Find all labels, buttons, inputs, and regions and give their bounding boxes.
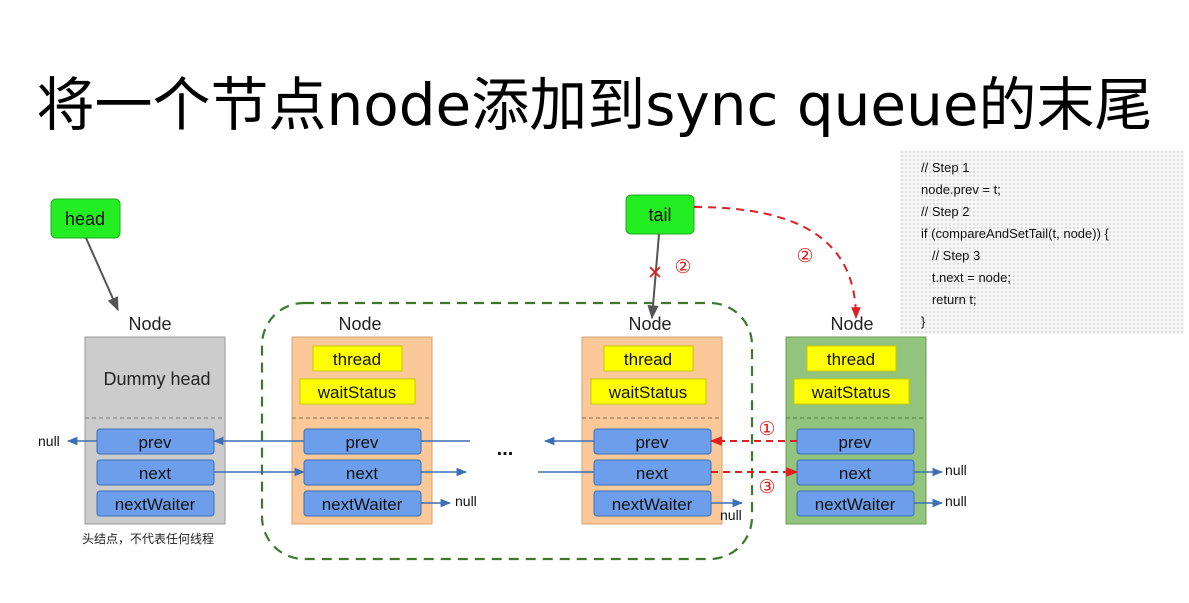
tail-new-arrow — [693, 206, 861, 320]
head-arrow — [85, 237, 119, 312]
code-line: // Step 3 — [921, 248, 981, 263]
field-label: prev — [345, 433, 379, 452]
field-label: thread — [624, 350, 672, 369]
page-title: 将一个节点node添加到sync queue的末尾 — [36, 71, 1153, 139]
node-label: Node — [830, 314, 873, 334]
code-line: } — [921, 314, 926, 329]
node-2-thread-field — [603, 345, 694, 372]
node-label: Node — [128, 314, 171, 334]
null-label: null — [945, 462, 967, 478]
field-label: next — [346, 464, 378, 483]
code-line: t.next = node; — [921, 270, 1011, 285]
code-line: if (compareAndSetTail(t, node)) { — [921, 226, 1109, 241]
head-pointer — [50, 198, 121, 239]
ellipsis: ... — [497, 438, 514, 460]
tail-pointer — [625, 194, 695, 235]
field-label: nextWaiter — [612, 495, 693, 514]
field-label: waitStatus — [608, 383, 687, 402]
tail-pointer-label: tail — [648, 205, 671, 225]
null-label: null — [945, 493, 967, 509]
step-2-mark: ② — [796, 246, 813, 267]
field-label: nextWaiter — [322, 495, 403, 514]
node-1-thread-field — [312, 345, 403, 372]
null-label: null — [455, 493, 477, 509]
field-label: waitStatus — [317, 383, 396, 402]
field-label: prev — [138, 433, 172, 452]
code-line: // Step 2 — [921, 204, 970, 219]
new-node-thread-field — [806, 345, 897, 372]
code-line: return t; — [921, 292, 977, 307]
field-label: next — [839, 464, 871, 483]
step-2-mark: ② — [674, 257, 691, 278]
dummy-caption: 头结点，不代表任何线程 — [82, 531, 214, 546]
node-2-waitstatus-field — [590, 378, 707, 405]
field-label: nextWaiter — [115, 495, 196, 514]
node-label: Node — [338, 314, 381, 334]
field-label: waitStatus — [811, 383, 890, 402]
node-1-waitstatus-field — [299, 378, 416, 405]
code-line: // Step 1 — [921, 160, 970, 175]
field-label: next — [636, 464, 668, 483]
field-label: thread — [333, 350, 381, 369]
field-label: nextWaiter — [815, 495, 896, 514]
code-line: node.prev = t; — [921, 182, 1001, 197]
sync-queue-group-outline — [260, 301, 754, 561]
step-1-mark: ① — [758, 419, 775, 440]
null-label: null — [720, 507, 742, 523]
field-label: prev — [838, 433, 872, 452]
null-label: null — [38, 433, 60, 449]
field-label: thread — [827, 350, 875, 369]
dummy-head-label: Dummy head — [103, 369, 210, 389]
dummy-nextwaiter-field — [96, 490, 215, 517]
head-pointer-label: head — [65, 209, 105, 229]
new-node-waitstatus-field — [793, 378, 910, 405]
code-snippet: // Step 1 node.prev = t; // Step 2 if (c… — [900, 150, 1184, 334]
node-label: Node — [628, 314, 671, 334]
step-3-mark: ③ — [758, 477, 775, 498]
field-label: prev — [635, 433, 669, 452]
cross-mark: ✕ — [647, 263, 663, 284]
field-label: next — [139, 464, 171, 483]
tail-old-arrow — [647, 233, 660, 320]
